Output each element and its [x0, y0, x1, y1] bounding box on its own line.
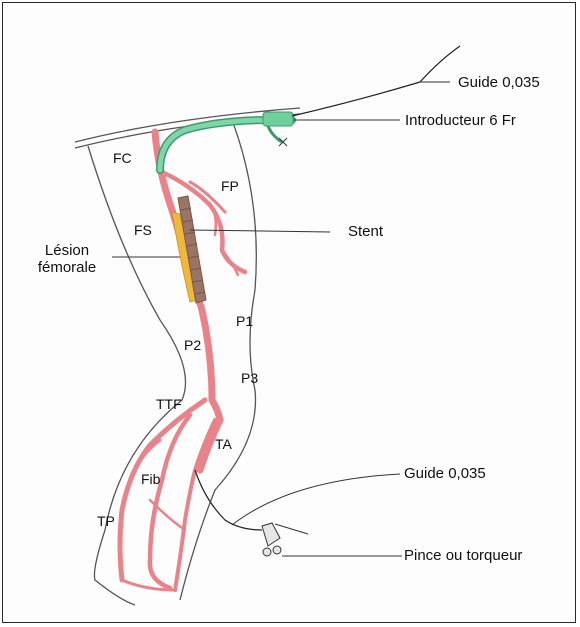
stent	[177, 195, 207, 304]
label-fib: Fib	[141, 471, 161, 487]
leader-lines	[112, 81, 450, 557]
guide-wire-top	[291, 45, 461, 117]
label-ttf: TTF	[156, 396, 182, 412]
label-p1: P1	[236, 313, 254, 329]
pince-icon	[261, 522, 309, 557]
label-lesion-line1: Lésion	[44, 242, 90, 259]
label-p2: P2	[184, 337, 202, 353]
introducer-sheath	[156, 111, 296, 174]
label-pince: Pince ou torqueur	[404, 547, 523, 564]
label-introducteur: Introducteur 6 Fr	[405, 112, 516, 129]
arteries	[117, 128, 248, 592]
artery-anterior-tibial	[173, 418, 217, 592]
label-fc: FC	[113, 150, 132, 166]
label-p3: P3	[241, 370, 259, 386]
leg-outline	[87, 119, 257, 606]
label-lesion-line2: fémorale	[37, 259, 97, 276]
label-ta: TA	[215, 436, 232, 452]
label-guide-top: Guide 0,035	[458, 74, 540, 91]
label-stent: Stent	[348, 223, 384, 240]
label-fs: FS	[134, 222, 152, 238]
label-tp: TP	[97, 513, 115, 529]
artery-fibular	[147, 412, 193, 591]
label-guide-bottom: Guide 0,035	[404, 465, 486, 482]
label-fp: FP	[221, 178, 239, 194]
guide-wire-bottom	[194, 469, 263, 531]
artery-main-trunk	[151, 128, 224, 474]
